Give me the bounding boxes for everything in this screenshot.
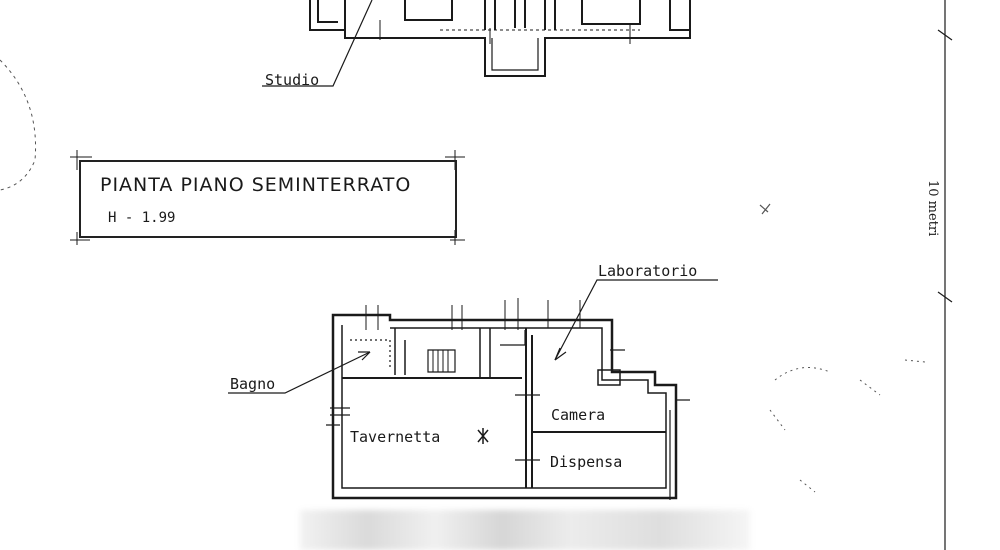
scale-label: 10 metri — [925, 180, 940, 237]
room-label-camera: Camera — [551, 406, 606, 424]
scale-bar — [937, 0, 953, 550]
basement-floor-plan — [326, 298, 690, 500]
blurred-region — [300, 510, 750, 550]
room-label-laboratorio: Laboratorio — [598, 262, 698, 280]
height-label: H - 1.99 — [108, 210, 176, 226]
stamp-marks — [0, 59, 926, 493]
plan-title: PIANTA PIANO SEMINTERRATO — [100, 174, 412, 196]
room-label-tavernetta: Tavernetta — [350, 428, 441, 446]
laboratorio-leader-line — [554, 279, 718, 361]
upper-floor-plan — [309, 0, 691, 77]
studio-leader-line — [262, 0, 373, 87]
room-label-studio: Studio — [265, 71, 320, 89]
room-label-dispensa: Dispensa — [550, 453, 623, 471]
room-label-bagno: Bagno — [230, 375, 276, 393]
title-box — [79, 160, 457, 238]
